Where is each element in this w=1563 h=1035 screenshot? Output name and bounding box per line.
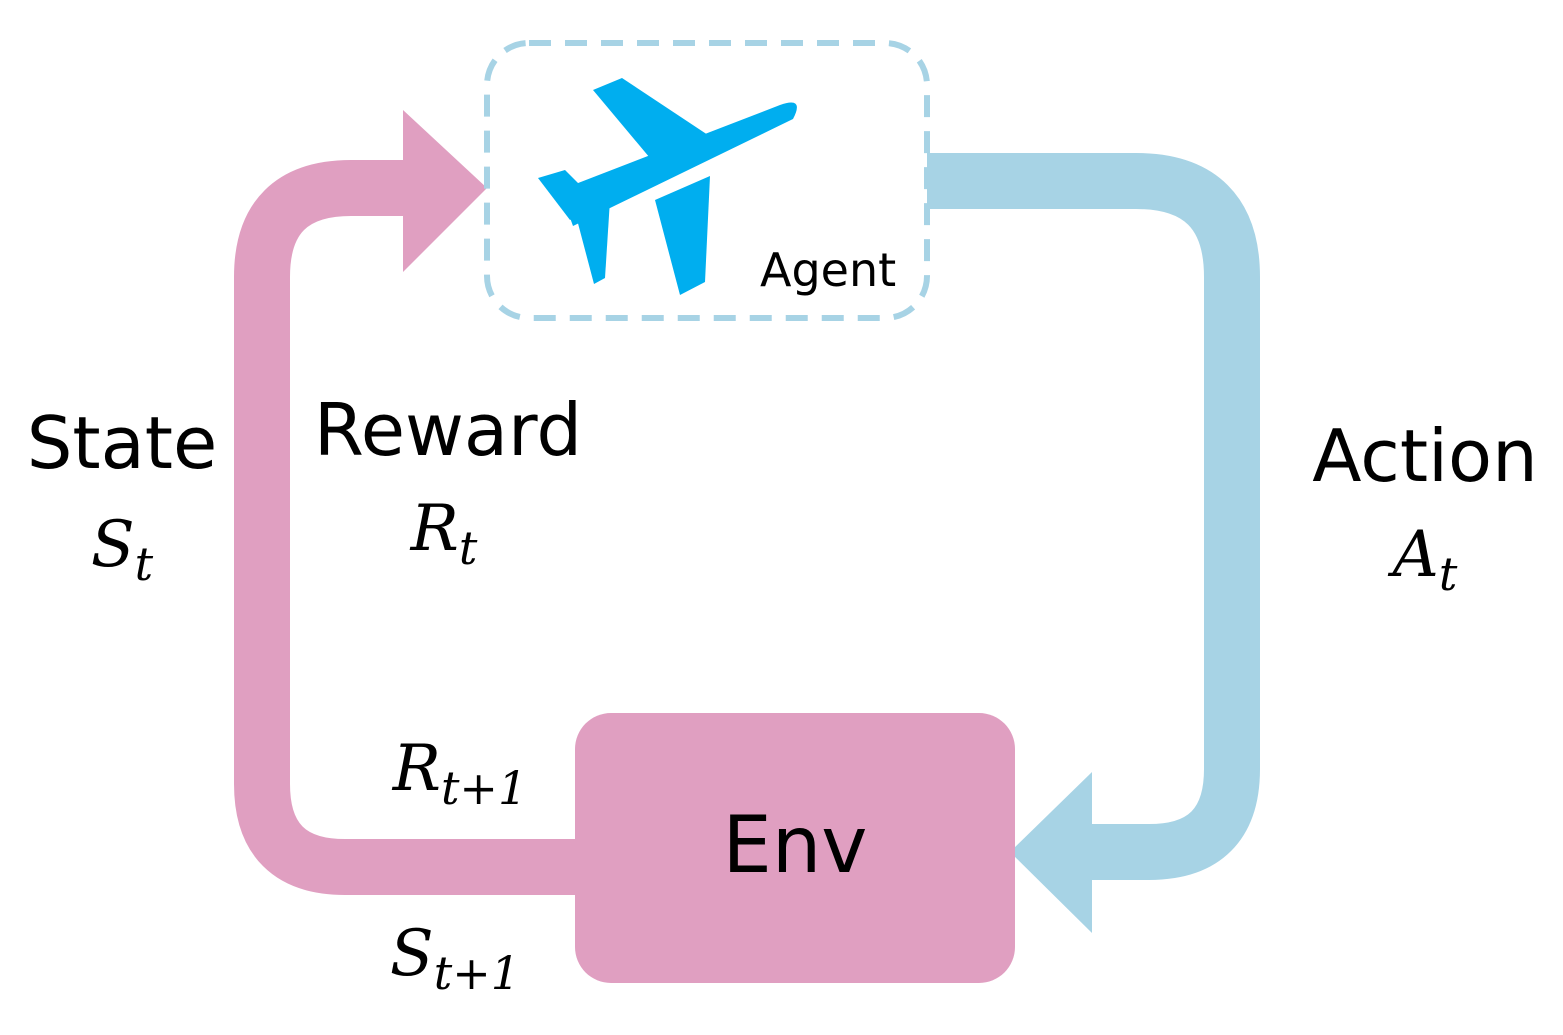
state-reward-arrow bbox=[234, 110, 575, 895]
env-label: Env bbox=[723, 801, 868, 891]
airplane-icon bbox=[538, 78, 797, 295]
action-arrowhead bbox=[1010, 772, 1092, 933]
action-symbol: At bbox=[1388, 518, 1458, 601]
state-reward-arrow-shaft bbox=[234, 160, 575, 895]
state-reward-arrowhead bbox=[403, 110, 487, 272]
state-label: State bbox=[27, 401, 218, 485]
reward-symbol: Rt bbox=[410, 492, 478, 575]
state-symbol: St bbox=[91, 508, 154, 591]
next-state-symbol: St+1 bbox=[390, 917, 520, 1000]
action-label: Action bbox=[1312, 414, 1538, 498]
next-reward-symbol: Rt+1 bbox=[392, 732, 527, 815]
env-box bbox=[575, 713, 1015, 983]
agent-label: Agent bbox=[760, 243, 896, 297]
reward-label: Reward bbox=[314, 388, 582, 472]
action-arrow bbox=[925, 153, 1260, 933]
action-arrow-shaft bbox=[925, 153, 1260, 880]
